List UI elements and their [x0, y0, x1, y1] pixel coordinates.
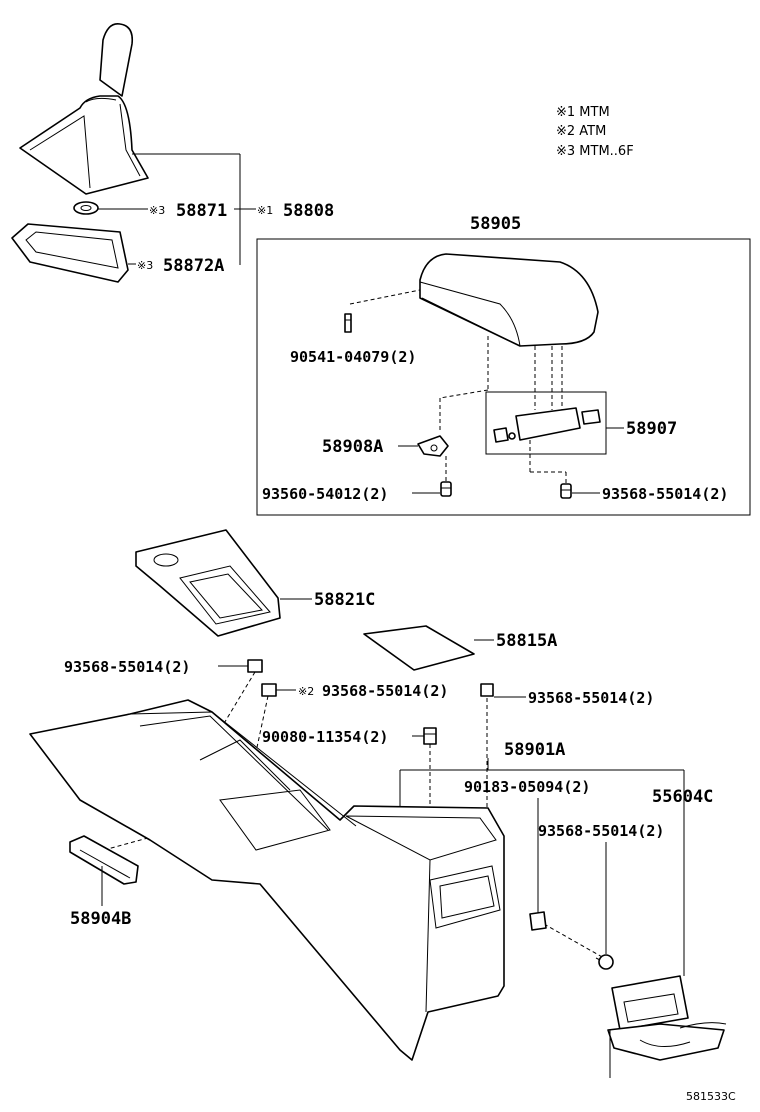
cup-holder-55604C-drawing	[607, 975, 727, 1078]
mark-3-58872A: ※3	[137, 259, 153, 272]
lock-58907-drawing	[493, 407, 601, 443]
washer-drawing	[73, 201, 99, 215]
console-body-58901A-drawing	[29, 699, 505, 1061]
part-58808: 58808	[283, 201, 334, 221]
mark-2-93568: ※2	[298, 685, 314, 698]
armrest-assembly-box	[256, 238, 751, 516]
screw-93568-box-drawing	[560, 483, 572, 499]
diagram-id: 581533C	[686, 1090, 736, 1103]
lock-subassembly-box	[485, 391, 607, 455]
armrest-lid-drawing	[419, 253, 599, 347]
clip-90183-drawing	[529, 911, 547, 931]
part-93568-55014-box: 93568-55014(2)	[602, 485, 728, 503]
part-55604C: 55604C	[652, 787, 713, 807]
part-93568-55014-low: 93568-55014(2)	[538, 822, 664, 840]
upper-panel-58821C-drawing	[135, 529, 281, 637]
boot-retainer-drawing	[11, 223, 129, 283]
screw-93568-atm-drawing	[261, 683, 277, 697]
part-58905: 58905	[470, 214, 521, 234]
part-90541-04079: 90541-04079(2)	[290, 348, 416, 366]
cover-58904B-drawing	[69, 835, 139, 885]
screw-90080-drawing	[423, 727, 437, 745]
part-93560-54012: 93560-54012(2)	[262, 485, 388, 503]
part-58901A: 58901A	[504, 740, 565, 760]
screw-93568-low-drawing	[595, 954, 614, 970]
mark-1-58808: ※1	[257, 204, 273, 217]
part-58904B: 58904B	[70, 909, 131, 929]
screw-93560-drawing	[440, 481, 452, 497]
part-58872A: 58872A	[163, 256, 224, 276]
part-93568-55014-right: 93568-55014(2)	[528, 689, 654, 707]
part-90183-05094: 90183-05094(2)	[464, 778, 590, 796]
mark-3-58871: ※3	[149, 204, 165, 217]
screw-93568-right-drawing	[480, 683, 494, 697]
part-58871: 58871	[176, 201, 227, 221]
bracket-58908A-drawing	[417, 435, 449, 457]
part-58907: 58907	[626, 419, 677, 439]
part-58815A: 58815A	[496, 631, 557, 651]
mat-58815A-drawing	[363, 625, 475, 671]
part-58821C: 58821C	[314, 590, 375, 610]
legend-mtm-6f: ※3 MTM..6F	[556, 144, 634, 159]
shift-knob-boot-drawing	[19, 23, 149, 195]
legend-mtm: ※1 MTM	[556, 105, 610, 120]
screw-93568-left-drawing	[247, 659, 263, 673]
part-93568-55014-left: 93568-55014(2)	[64, 658, 190, 676]
part-93568-55014-mid: 93568-55014(2)	[322, 682, 448, 700]
part-90080-11354: 90080-11354(2)	[262, 728, 388, 746]
legend-atm: ※2 ATM	[556, 124, 606, 139]
part-58908A: 58908A	[322, 437, 383, 457]
pin-90541-drawing	[344, 313, 352, 333]
